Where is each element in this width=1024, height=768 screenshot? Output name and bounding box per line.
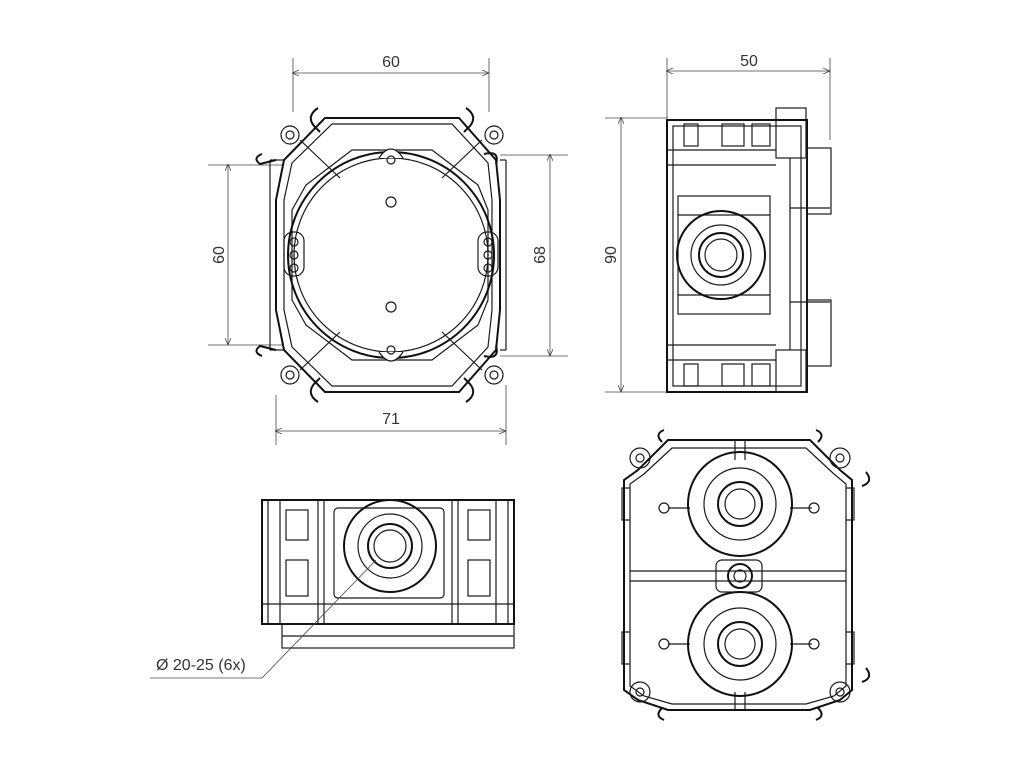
diameter-note-label: Ø 20-25 (6x) <box>156 657 246 674</box>
dimension-label-right-height: 68 <box>532 246 549 264</box>
dimension-right-height: 68 <box>500 155 568 356</box>
dimension-label-left-height: 60 <box>211 246 228 264</box>
side-view: 50 90 <box>603 53 832 393</box>
dimension-left-height: 60 <box>208 165 282 345</box>
dimension-label-top-width: 60 <box>382 54 400 71</box>
top-view: Ø 20-25 (6x) <box>150 499 515 679</box>
dimension-label-side-width: 50 <box>740 53 758 70</box>
dimension-top-width: 60 <box>293 54 489 112</box>
front-view: 60 60 68 71 <box>208 54 568 445</box>
dimension-side-height: 90 <box>603 118 668 392</box>
dimension-side-width: 50 <box>667 53 830 140</box>
diameter-callout: Ø 20-25 (6x) <box>150 559 377 679</box>
dimension-label-side-height: 90 <box>603 246 620 264</box>
dimension-label-bottom-width: 71 <box>382 411 400 428</box>
dimension-bottom-width: 71 <box>276 385 506 445</box>
back-view <box>621 429 871 721</box>
